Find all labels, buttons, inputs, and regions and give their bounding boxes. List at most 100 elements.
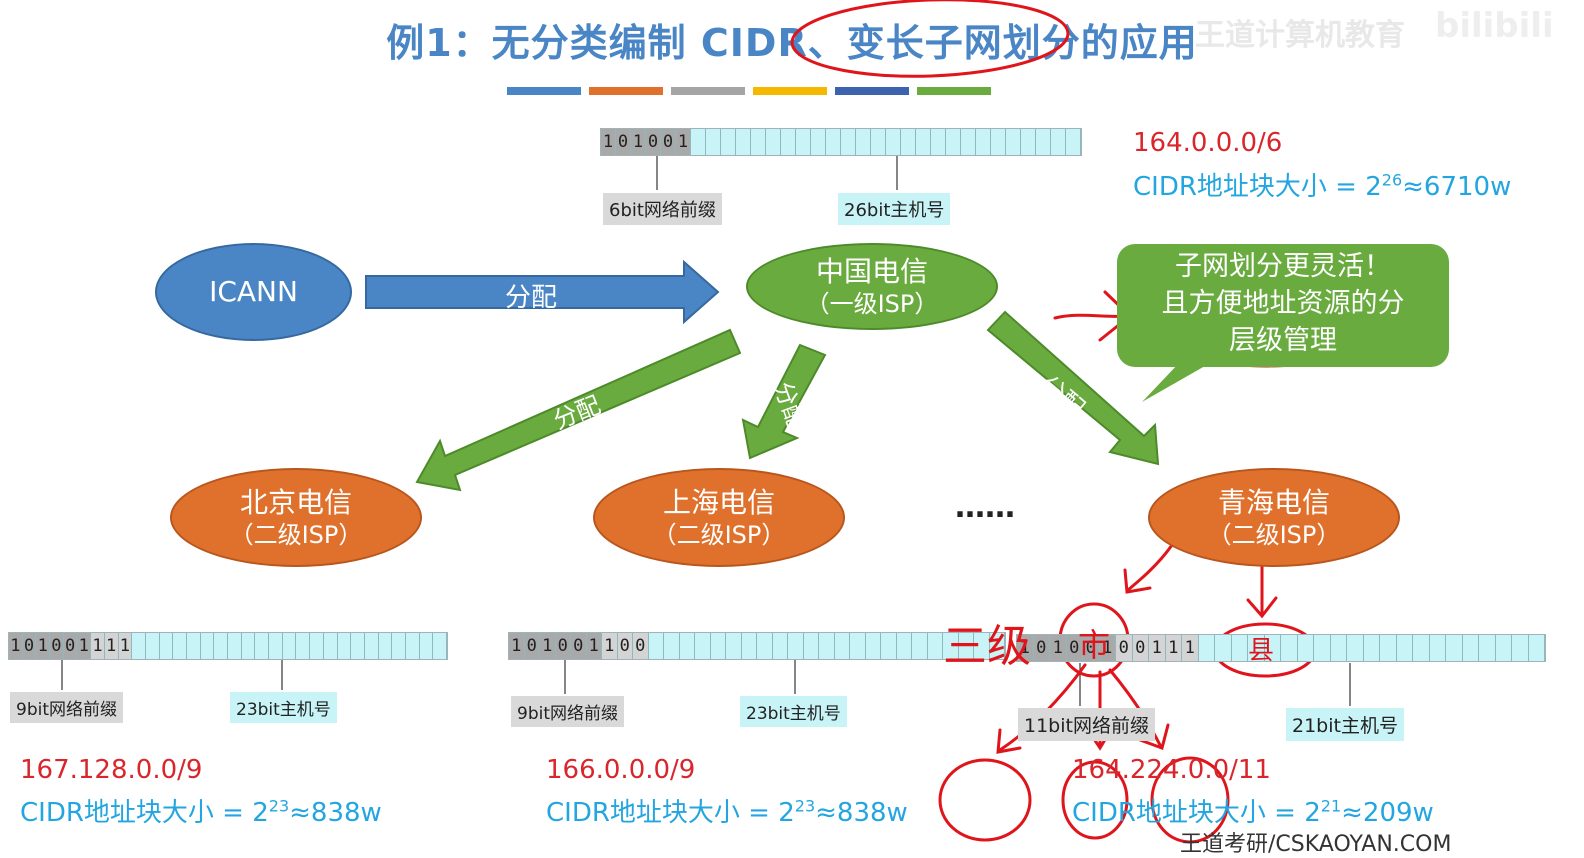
address-bit [364, 633, 379, 659]
address-bit [865, 633, 881, 659]
address-bit [1347, 635, 1364, 661]
address-bit [710, 633, 726, 659]
address-bit [1215, 635, 1232, 661]
address-bit [788, 633, 804, 659]
address-bit [896, 633, 912, 659]
callout-bubble: 子网划分更灵活！ 且方便地址资源的分 层级管理 [1117, 244, 1449, 367]
address-bit [803, 633, 819, 659]
address-bit [706, 129, 721, 155]
address-bit [974, 633, 990, 659]
address-bit [1314, 635, 1331, 661]
bj-cidr-size: CIDR地址块大小 = 223≈838w [20, 796, 382, 828]
address-bit [1297, 635, 1314, 661]
address-bit [310, 633, 324, 659]
address-bit: 0 [1132, 635, 1149, 661]
address-bit [819, 633, 835, 659]
sh-cidr: 166.0.0.0/9 [546, 755, 696, 785]
address-bit [323, 633, 338, 659]
address-bit: 1 [9, 633, 23, 659]
address-bit [721, 129, 736, 155]
address-bit: 0 [616, 129, 631, 155]
address-bit [1479, 635, 1496, 661]
sh-prefix-label: 9bit网络前缀 [511, 696, 624, 727]
address-bit: 0 [633, 633, 649, 659]
address-bit [901, 129, 916, 155]
address-bit [296, 633, 311, 659]
address-bit: 1 [509, 633, 525, 659]
address-bit [958, 633, 974, 659]
address-bit [912, 633, 928, 659]
address-bit [961, 129, 976, 155]
address-bit [159, 633, 174, 659]
address-bit [1330, 635, 1347, 661]
address-bit [1396, 635, 1413, 661]
address-bit: 1 [118, 633, 133, 659]
address-bit [433, 633, 447, 659]
address-bit [834, 633, 850, 659]
color-stripe [753, 87, 827, 95]
address-bit [991, 129, 1006, 155]
address-bit: 0 [50, 633, 64, 659]
address-bit [1006, 129, 1021, 155]
address-bit: 0 [646, 129, 661, 155]
address-bit: 0 [1066, 635, 1083, 661]
sh-cidr-size: CIDR地址块大小 = 223≈838w [546, 796, 908, 828]
color-stripe [507, 87, 581, 95]
address-bit [1413, 635, 1430, 661]
address-bit [132, 633, 146, 659]
address-bit [1264, 635, 1281, 661]
address-bit [241, 633, 256, 659]
address-bit [282, 633, 297, 659]
address-bit: 1 [540, 633, 556, 659]
address-bit [989, 633, 1005, 659]
address-bit [691, 129, 706, 155]
address-bit: 0 [22, 633, 37, 659]
address-bit [751, 129, 766, 155]
address-bit [1066, 129, 1081, 155]
address-bit: 1 [676, 129, 691, 155]
address-bit [726, 633, 742, 659]
address-bit: 0 [661, 129, 676, 155]
address-bit: 1 [36, 633, 51, 659]
address-bit [1281, 635, 1298, 661]
address-bit: 0 [63, 633, 78, 659]
callout-line-1: 子网划分更灵活！ [1175, 251, 1391, 282]
address-bit [856, 129, 871, 155]
address-bit [1462, 635, 1479, 661]
sh-host-label: 23bit主机号 [740, 696, 847, 727]
address-bit: 1 [1182, 635, 1199, 661]
address-bit [1036, 129, 1051, 155]
callout-line-2: 且方便地址资源的分 [1161, 288, 1405, 319]
color-stripe [917, 87, 991, 95]
address-bit [145, 633, 160, 659]
address-bit [757, 633, 773, 659]
address-bit [943, 633, 959, 659]
assign-arrow-right [986, 310, 1160, 466]
shanghai-telecom-node: 上海电信 （二级ISP） [593, 468, 845, 567]
address-bit [841, 129, 856, 155]
assign-label-blue: 分配 [505, 283, 558, 313]
address-bit [1495, 635, 1512, 661]
address-bit [1021, 129, 1036, 155]
address-bit [796, 129, 811, 155]
address-bit: 0 [524, 633, 540, 659]
address-bit [927, 633, 943, 659]
callout-line-3: 层级管理 [1229, 325, 1337, 356]
address-bit [679, 633, 695, 659]
address-bit [1380, 635, 1397, 661]
beijing-telecom-node: 北京电信 （二级ISP） [170, 468, 422, 567]
china-telecom-node: 中国电信 （一级ISP） [746, 243, 998, 330]
address-bit [850, 633, 866, 659]
bj-host-label: 23bit主机号 [230, 692, 337, 723]
qh-prefix-label: 11bit网络前缀 [1018, 708, 1155, 741]
address-bit [695, 633, 711, 659]
address-bit [1248, 635, 1265, 661]
color-stripe [671, 87, 745, 95]
address-bit: 1 [1017, 635, 1034, 661]
address-bit [648, 633, 664, 659]
address-bit: 0 [1083, 635, 1100, 661]
address-bit: 0 [1116, 635, 1133, 661]
